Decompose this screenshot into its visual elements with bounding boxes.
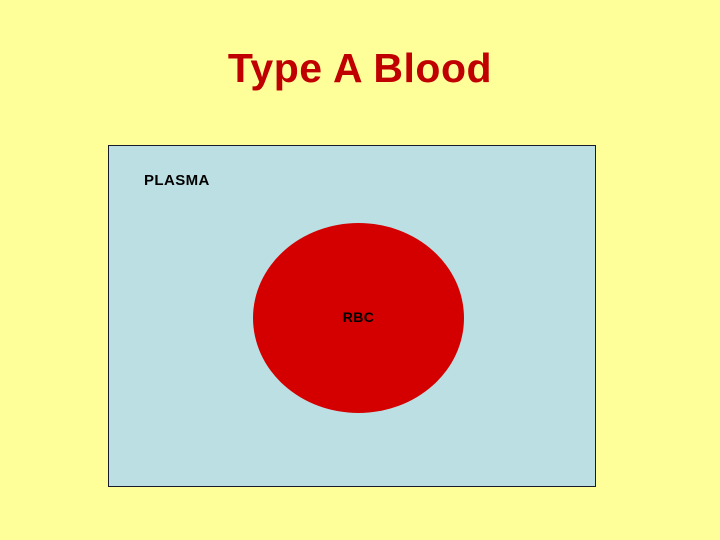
- rbc-label: RBC: [342, 309, 375, 325]
- red-blood-cell-shape: RBC: [253, 223, 464, 413]
- plasma-label: PLASMA: [144, 172, 210, 189]
- page-title: Type A Blood: [227, 45, 493, 91]
- blood-sample-container: PLASMA RBC: [108, 145, 596, 487]
